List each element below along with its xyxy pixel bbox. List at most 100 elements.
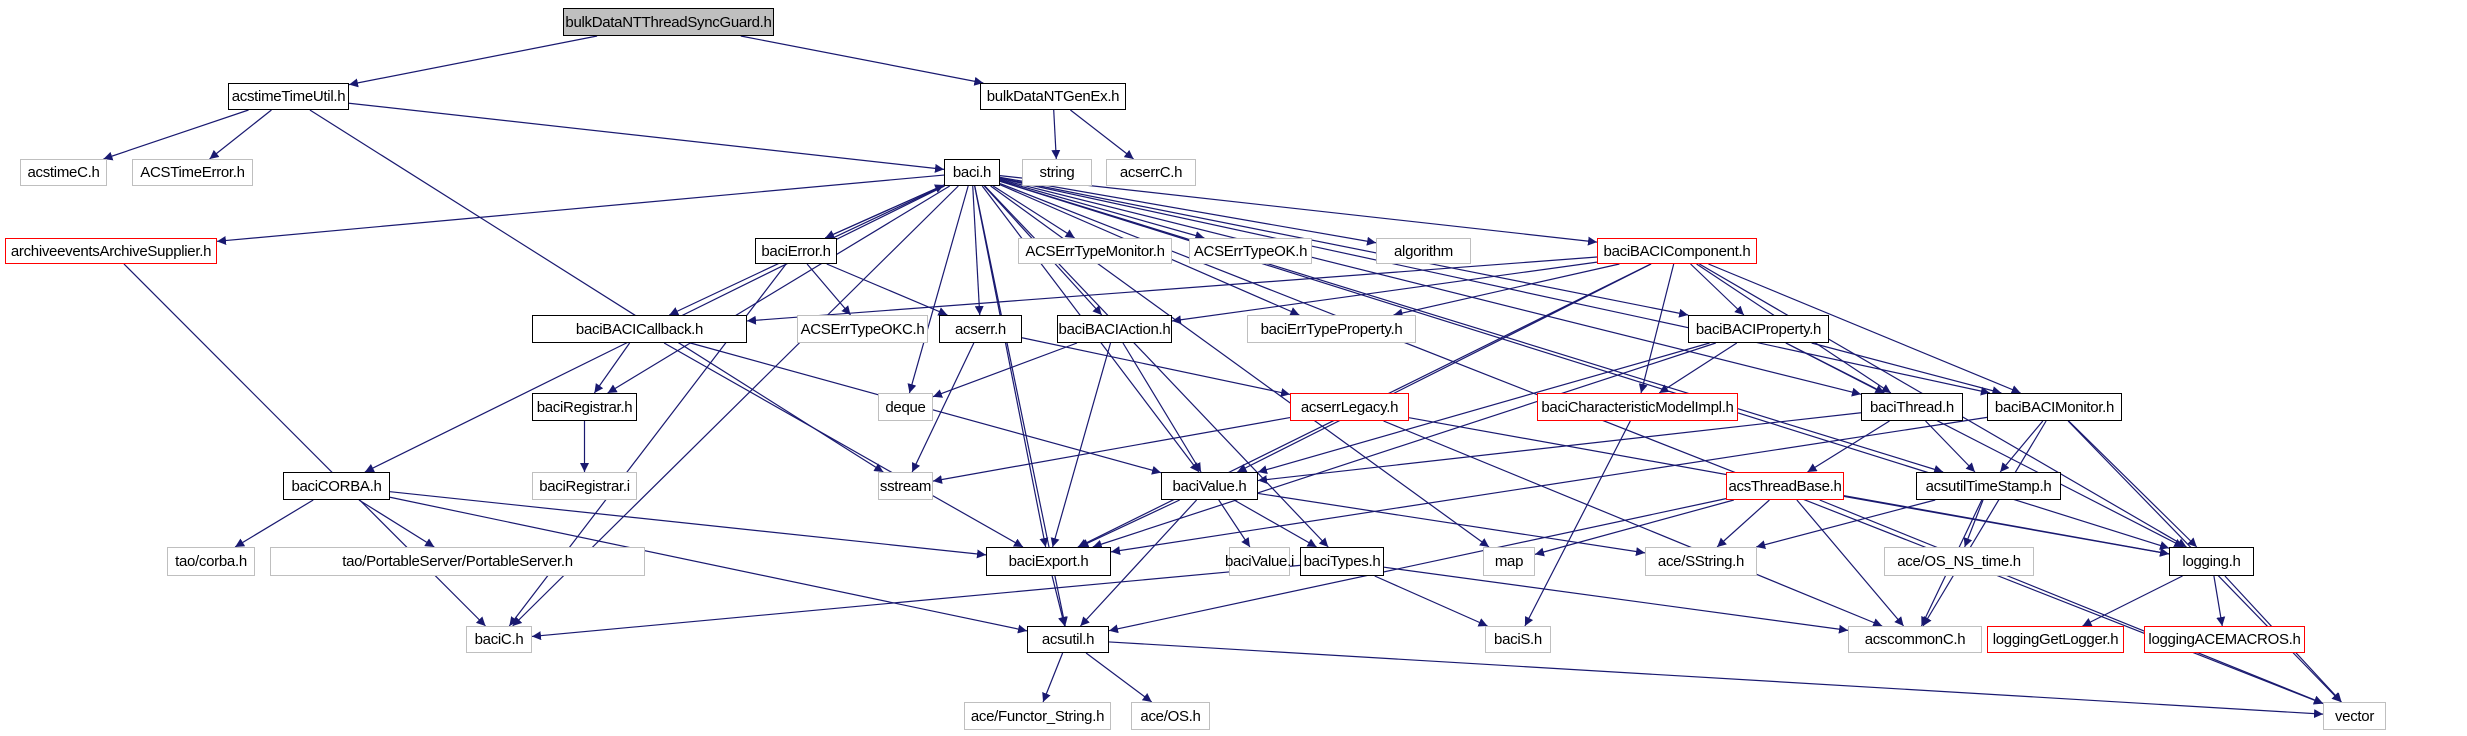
edge-baciBACIProperty-to-baciExport xyxy=(1092,342,1716,549)
node-label: string xyxy=(1039,164,1075,181)
node-baciS: baciS.h xyxy=(1485,626,1551,653)
edge-bulkDataNTGenEx-to-acserrC xyxy=(1070,109,1134,160)
node-baciBACIProperty[interactable]: baciBACIProperty.h xyxy=(1688,315,1829,343)
node-baciErrTypeProperty: baciErrTypeProperty.h xyxy=(1247,315,1416,343)
node-logging[interactable]: logging.h xyxy=(2169,547,2254,576)
node-label: ACSErrTypeOK.h xyxy=(1193,242,1308,260)
node-ace-OS-NS-time: ace/OS_NS_time.h xyxy=(1884,547,2034,576)
edge-baci-to-archiveevents xyxy=(216,174,945,245)
node-label: acstimeTimeUtil.h xyxy=(231,88,346,105)
node-bulkDataNTGenEx[interactable]: bulkDataNTGenEx.h xyxy=(980,83,1126,110)
edge-baciThread-to-acsutilTimeStamp xyxy=(1925,420,1976,473)
node-label: sstream xyxy=(879,477,932,495)
node-baciCORBA[interactable]: baciCORBA.h xyxy=(283,472,390,500)
node-baciExport[interactable]: baciExport.h xyxy=(986,547,1111,576)
node-acsutil[interactable]: acsutil.h xyxy=(1027,626,1109,653)
edge-baci-to-vector xyxy=(999,182,2324,705)
node-baci[interactable]: baci.h xyxy=(944,159,1000,186)
node-loggingACEMACROS[interactable]: loggingACEMACROS.h xyxy=(2144,626,2305,653)
node-label: ace/OS_NS_time.h xyxy=(1897,553,2021,570)
edge-acstimeTimeUtil-to-baci xyxy=(348,102,945,173)
edge-baci-to-algorithm xyxy=(999,176,1377,246)
edge-acstimeTimeUtil-to-ACSTimeError xyxy=(209,109,272,160)
node-baciRegistrar[interactable]: baciRegistrar.h xyxy=(532,393,637,421)
node-baciError[interactable]: baciError.h xyxy=(755,238,837,264)
node-label: baciS.h xyxy=(1494,631,1542,648)
node-acstimeC: acstimeC.h xyxy=(20,159,107,186)
edge-baci-to-baciBACIProperty xyxy=(999,177,1689,318)
edge-baciBACICallback-to-baciRegistrar xyxy=(593,342,631,394)
node-label: ace/SString.h xyxy=(1657,553,1745,570)
edge-baciBACIComponent-to-baciBACIMonitor xyxy=(1708,263,2021,394)
node-string: string xyxy=(1022,159,1092,186)
edge-baci-to-ACSErrTypeMonitor xyxy=(992,185,1075,239)
edge-baciBACIMonitor-to-acscommonC xyxy=(1922,420,2047,627)
node-archiveeventsArchiveSupplier[interactable]: archiveeventsArchiveSupplier.h xyxy=(5,238,217,264)
node-label: baciRegistrar.h xyxy=(536,398,633,416)
edge-acsutil-to-vector xyxy=(1108,641,2324,719)
node-ace-Functor-String: ace/Functor_String.h xyxy=(964,702,1111,730)
node-baciBACIComponent[interactable]: baciBACIComponent.h xyxy=(1597,238,1757,264)
node-ACSErrTypeOK: ACSErrTypeOK.h xyxy=(1189,238,1312,264)
node-tao-corba: tao/corba.h xyxy=(167,547,255,576)
node-label: ace/OS.h xyxy=(1140,707,1201,725)
edge-baciBACIMonitor-to-logging xyxy=(2068,420,2198,548)
node-acserrLegacy[interactable]: acserrLegacy.h xyxy=(1290,393,1409,421)
edge-baci-to-baciBACIComponent xyxy=(999,175,1598,246)
edge-logging-to-loggingGetLogger xyxy=(2082,575,2183,627)
edge-baciCORBA-to-baciExport xyxy=(389,491,987,559)
edge-baciBACIComponent-to-baciErrTypeProperty xyxy=(1393,263,1620,318)
node-label: algorithm xyxy=(1394,242,1453,260)
node-label: bulkDataNTThreadSyncGuard.h xyxy=(565,13,772,31)
node-label: baciCharacteristicModelImpl.h xyxy=(1541,398,1734,416)
node-baciC: baciC.h xyxy=(466,626,532,653)
edge-acsThreadBase-to-vector xyxy=(1819,499,2324,705)
edge-baciCORBA-to-taoPortableServer xyxy=(358,499,435,548)
edge-baciCharacteristicModelImpl-to-baciS xyxy=(1524,420,1631,627)
node-acstimeTimeUtil[interactable]: acstimeTimeUtil.h xyxy=(228,83,349,110)
node-label: baciRegistrar.i xyxy=(539,477,630,495)
edge-acserrLegacy-to-sstream xyxy=(932,416,1291,484)
edge-baciBACIComponent-to-baciBACIAction xyxy=(1171,261,1598,325)
node-label: vector xyxy=(2334,707,2375,725)
node-baciTypes[interactable]: baciTypes.h xyxy=(1300,547,1384,576)
edge-baciBACIAction-to-deque xyxy=(932,342,1078,398)
edge-baciBACIComponent-to-baciBACICallback xyxy=(746,256,1598,325)
edge-baciBACIAction-to-baciValue xyxy=(1122,342,1202,473)
node-label: baciThread.h xyxy=(1870,398,1954,416)
node-loggingGetLogger[interactable]: loggingGetLogger.h xyxy=(1987,626,2124,653)
node-ace-SString: ace/SString.h xyxy=(1645,547,1757,576)
node-ACSErrTypeMonitor: ACSErrTypeMonitor.h xyxy=(1018,238,1172,264)
node-label: acscommonC.h xyxy=(1864,631,1966,648)
edge-baciCORBA-to-taoCorba xyxy=(234,499,314,548)
node-label: baci.h xyxy=(952,164,992,181)
node-acsutilTimeStamp[interactable]: acsutilTimeStamp.h xyxy=(1916,472,2061,500)
node-baciBACIMonitor[interactable]: baciBACIMonitor.h xyxy=(1987,393,2122,421)
edge-baciError-to-acserr xyxy=(826,263,948,316)
node-acsThreadBase[interactable]: acsThreadBase.h xyxy=(1726,472,1844,500)
edge-bulkDataNTGenEx-to-string xyxy=(1051,109,1061,160)
edge-baciBACIProperty-to-baciCharacteristicModelImpl xyxy=(1658,342,1738,394)
node-acserr[interactable]: acserr.h xyxy=(939,315,1022,343)
edge-baciThread-to-baciValue xyxy=(1257,412,1862,485)
node-bulkDataNTThreadSyncGuard[interactable]: bulkDataNTThreadSyncGuard.h xyxy=(563,8,774,36)
node-baciThread[interactable]: baciThread.h xyxy=(1861,393,1963,421)
node-label: acserrC.h xyxy=(1119,164,1183,181)
node-baciBACIAction[interactable]: baciBACIAction.h xyxy=(1057,315,1172,343)
edge-baciBACIComponent-to-baciCharacteristicModelImpl xyxy=(1638,263,1675,394)
edge-root-to-bulkDataNTGenEx xyxy=(740,35,984,86)
edge-baci-to-baciBACIMonitor xyxy=(999,177,1991,396)
node-baciBACICallback[interactable]: baciBACICallback.h xyxy=(532,315,747,343)
node-baciValue[interactable]: baciValue.h xyxy=(1161,472,1258,500)
node-label: acserrLegacy.h xyxy=(1300,398,1399,416)
node-label: baciTypes.h xyxy=(1303,553,1381,570)
edge-baciCORBA-to-acsutil xyxy=(389,496,1028,634)
edge-baci-to-deque xyxy=(907,185,969,394)
edge-baciValue-to-baciValueI xyxy=(1218,499,1251,548)
node-label: ace/Functor_String.h xyxy=(970,707,1105,725)
node-label: acserr.h xyxy=(955,320,1006,338)
edge-baciBACIProperty-to-baciBACIMonitor xyxy=(1811,342,2002,396)
node-label: baciBACIProperty.h xyxy=(1695,320,1822,338)
edge-baciTypes-to-baciS xyxy=(1374,575,1488,627)
node-baciCharacteristicModelImpl[interactable]: baciCharacteristicModelImpl.h xyxy=(1537,393,1738,421)
